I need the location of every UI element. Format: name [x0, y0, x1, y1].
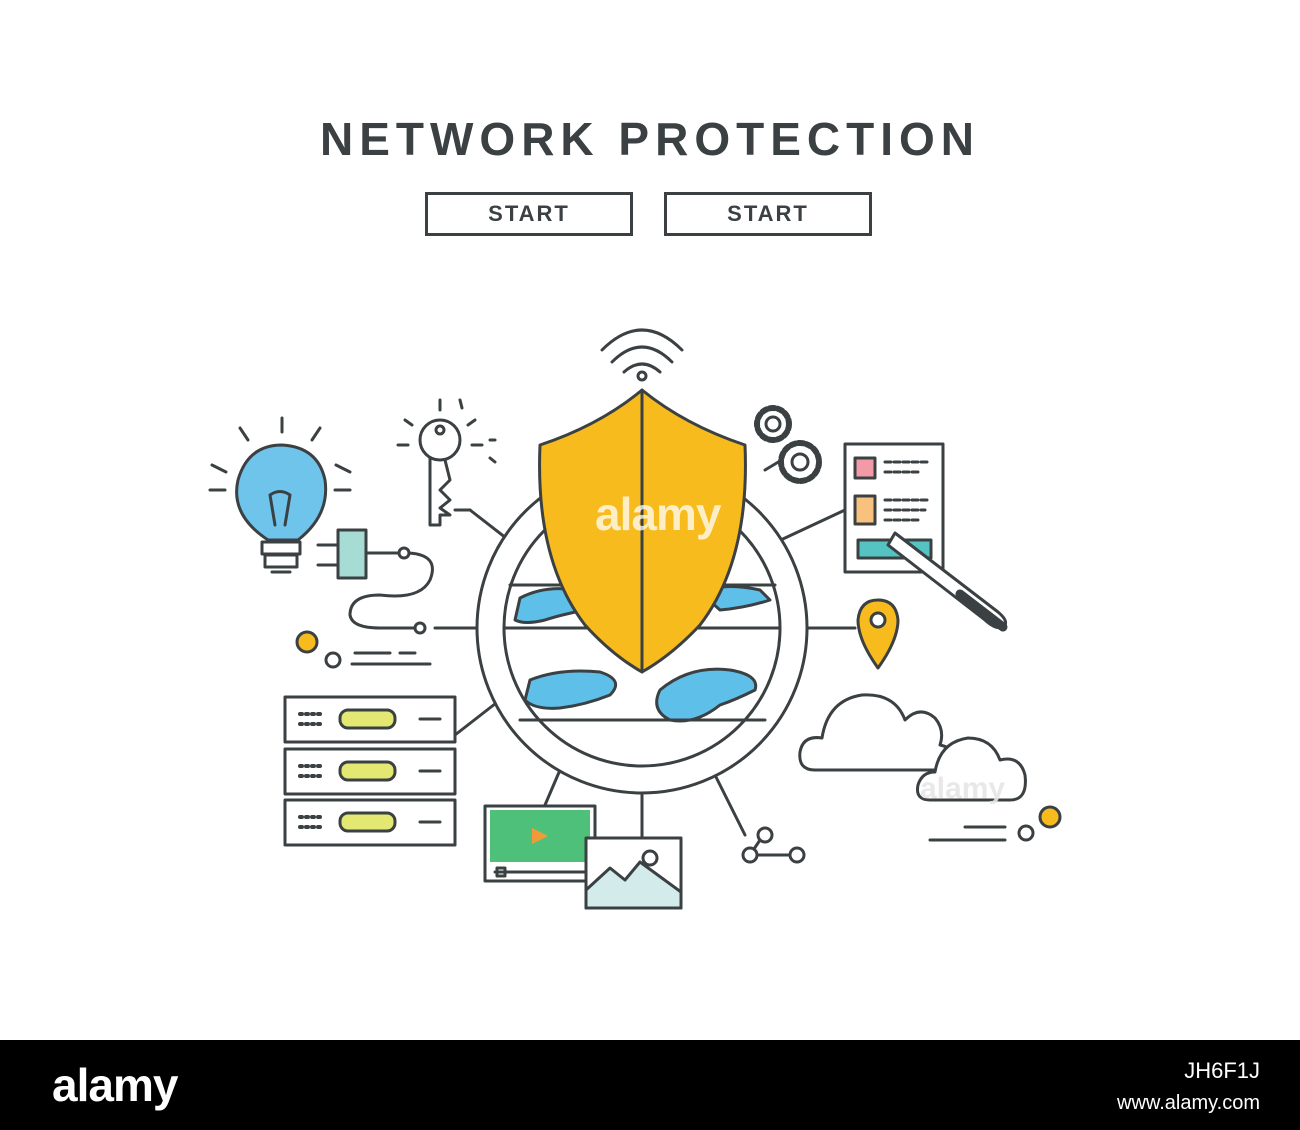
location-pin-icon	[856, 598, 900, 670]
page-title: NETWORK PROTECTION	[320, 113, 980, 165]
pen-icon	[886, 531, 1008, 632]
share-nodes-icon	[741, 826, 806, 864]
watermark-text-small: alamy	[920, 772, 1006, 805]
footer-bar: alamy JH6F1J www.alamy.com	[0, 1040, 1300, 1130]
shield-icon	[538, 388, 747, 674]
image-id: JH6F1J	[1184, 1058, 1260, 1083]
decorative-dots-left	[295, 630, 432, 669]
start-button-1[interactable]: START	[425, 192, 633, 236]
network-protection-illustration	[208, 328, 1062, 910]
image-icon	[584, 836, 683, 910]
gears-icon	[754, 405, 822, 484]
cloud-icon	[798, 693, 1027, 802]
server-icon	[283, 695, 457, 847]
lightbulb-icon	[208, 416, 352, 574]
start-button-2[interactable]: START	[664, 192, 872, 236]
footer-url: www.alamy.com	[1117, 1092, 1260, 1114]
key-icon	[396, 398, 497, 527]
watermark-text: alamy	[595, 488, 721, 540]
document-icon	[843, 442, 945, 574]
plug-icon	[316, 528, 434, 635]
decorative-dots-right	[928, 805, 1062, 842]
video-player-icon	[483, 804, 597, 883]
footer-logo: alamy	[52, 1059, 178, 1111]
wifi-icon	[600, 328, 684, 382]
